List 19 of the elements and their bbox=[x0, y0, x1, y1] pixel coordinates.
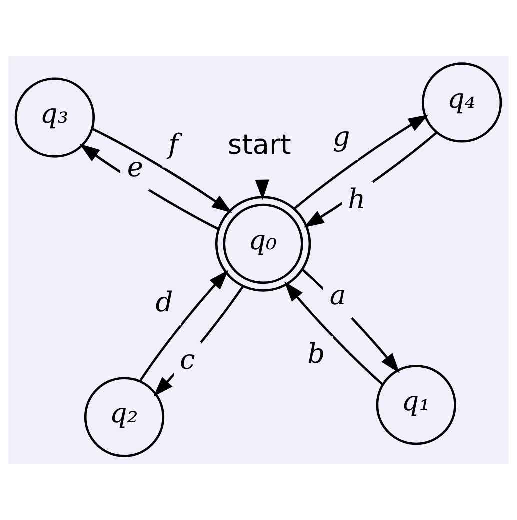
edge-label: d bbox=[156, 287, 174, 318]
node-circle: q₄ bbox=[422, 62, 502, 143]
node-circle: q₀ bbox=[215, 196, 312, 292]
node-circle: q₃ bbox=[14, 78, 96, 158]
edge-label: e bbox=[127, 152, 144, 184]
arrow bbox=[154, 286, 244, 397]
node-circle: q₁ bbox=[376, 364, 456, 446]
arrow bbox=[302, 269, 400, 374]
edge-label: a bbox=[330, 280, 346, 312]
arrow bbox=[139, 270, 229, 382]
arrow bbox=[284, 282, 384, 386]
edge-label: b bbox=[308, 339, 326, 370]
edge-label: c bbox=[180, 344, 196, 376]
edge-label: h bbox=[348, 184, 366, 216]
node-text: start bbox=[228, 130, 292, 161]
node-circle: q₂ bbox=[84, 377, 165, 458]
arrow bbox=[294, 114, 429, 210]
edge-label: g bbox=[332, 122, 350, 154]
arrow bbox=[92, 128, 232, 214]
